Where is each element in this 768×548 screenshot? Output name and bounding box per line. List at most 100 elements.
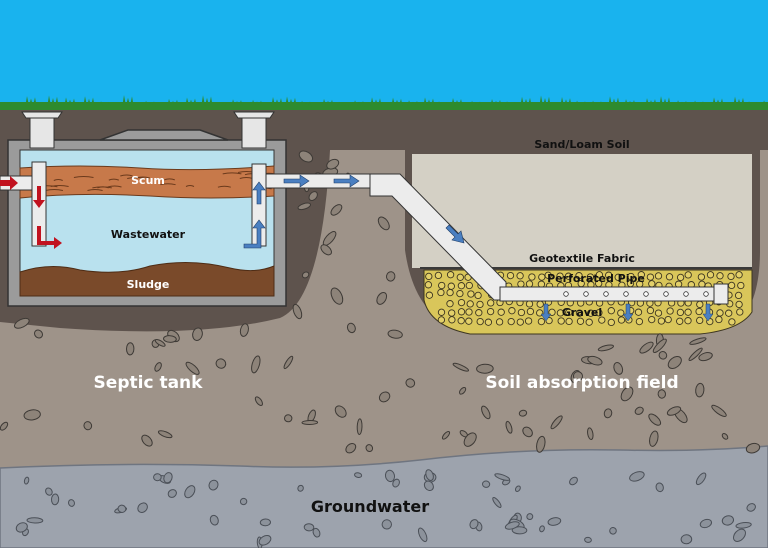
groundwater-pebble [680, 534, 693, 545]
gravel-stone [654, 309, 663, 317]
perforated-pipe-label: Perforated Pipe [547, 272, 645, 285]
grass-tuft [490, 99, 502, 108]
soil-pebble [356, 418, 363, 435]
gravel-stone [434, 271, 443, 280]
gravel-stone [525, 300, 534, 308]
groundwater-pebble [504, 521, 520, 530]
scum-streak [185, 185, 195, 187]
gravel-stone [476, 317, 484, 326]
groundwater-pebble [259, 518, 271, 527]
gravel-stone [657, 317, 666, 325]
grass-tuft [520, 96, 532, 108]
grass-tuft [231, 99, 243, 108]
soil-pebble [745, 442, 761, 454]
gravel-stone [456, 289, 464, 298]
groundwater-pebble [15, 522, 28, 533]
gravel-stone [517, 308, 526, 317]
groundwater-pebble [425, 469, 434, 481]
grass-tuft [167, 98, 179, 108]
gravel-stone [465, 308, 473, 316]
grass-tuft [353, 100, 365, 108]
gravel-stone [737, 281, 745, 290]
soil-pebble [385, 271, 396, 282]
soil-pebble [550, 415, 563, 430]
sludge-layer [19, 261, 275, 297]
groundwater-pebble [312, 527, 321, 538]
gravel-stone [446, 271, 455, 279]
soil-pebble [458, 386, 467, 395]
groundwater-pebble [655, 482, 664, 493]
gravel-stone [617, 309, 625, 317]
outflow-arrow-diagonal [445, 224, 465, 244]
soil-pebble [666, 406, 682, 416]
groundwater-pebble [629, 471, 645, 482]
soil-pebble [330, 204, 343, 216]
soil-pebbles [0, 150, 761, 454]
soil-pebble [292, 303, 303, 320]
groundwater-pebble [167, 489, 177, 498]
groundwater-pebbles [15, 469, 756, 548]
groundwater-pebble [354, 472, 363, 478]
gravel-stone [486, 307, 495, 316]
gravel-stone [437, 288, 445, 297]
gravel-stone [696, 316, 704, 325]
soil-pebble [345, 442, 357, 454]
soil-pebble [185, 361, 200, 375]
groundwater-label: Groundwater [311, 497, 429, 516]
soil-pebble [518, 409, 528, 417]
gravel-stone [646, 273, 655, 281]
groundwater-pebble [297, 484, 304, 492]
gravel-stone [735, 271, 743, 279]
groundwater-pebble [23, 476, 30, 485]
scum-streak [160, 183, 176, 186]
gravel-stone [736, 308, 744, 316]
scum-streak [127, 177, 145, 179]
scum-streak [107, 185, 122, 188]
groundwater-pebble [68, 499, 75, 507]
scum-streak [53, 179, 63, 181]
inflow-arrow-out [37, 226, 62, 249]
gravel-stone [448, 309, 456, 317]
grass-tuft [423, 97, 435, 108]
gravel-stone [735, 300, 743, 309]
gravel-stone [585, 318, 593, 326]
gravel-stone [648, 280, 656, 288]
soil-pebble [405, 378, 416, 388]
soil-pebble [387, 329, 403, 339]
gravel-stone [637, 271, 645, 279]
gravel-stone [495, 318, 504, 326]
scum-streak [73, 176, 94, 178]
outflow-arrow-riser [252, 181, 266, 205]
sludge-label: Sludge [127, 278, 170, 291]
soil-pebble [377, 216, 390, 231]
soil-pebble [23, 409, 41, 421]
gravel-stone [595, 271, 604, 279]
scum-streak [164, 178, 175, 181]
grass-tuft [251, 99, 263, 108]
gravel-stone [537, 280, 546, 288]
gravel-stone [598, 316, 606, 324]
grass-tuft [99, 101, 111, 108]
gravel-stone [695, 307, 703, 316]
scum-streak [217, 185, 231, 188]
gravel-stone [528, 273, 536, 281]
gravel-stone [706, 271, 715, 279]
groundwater-pebble [511, 526, 528, 535]
gravel-stone [648, 315, 656, 324]
gravel-stone [564, 272, 573, 280]
gravel-stone [605, 271, 613, 279]
gravel-stone [684, 317, 692, 325]
groundwater-pebble [492, 497, 502, 508]
grass-tuft [285, 96, 297, 108]
inflow-arrow-entry [0, 176, 18, 190]
soil-pebble [698, 352, 713, 362]
groundwater-pebble [208, 479, 219, 491]
grass-tuft [645, 98, 657, 108]
scum-streak [45, 189, 64, 191]
grass-tuft [144, 100, 156, 108]
soil-pebble [192, 327, 203, 341]
grass-tuft [608, 96, 620, 108]
groundwater-pebble [117, 504, 127, 513]
groundwater-pebble [539, 525, 545, 533]
